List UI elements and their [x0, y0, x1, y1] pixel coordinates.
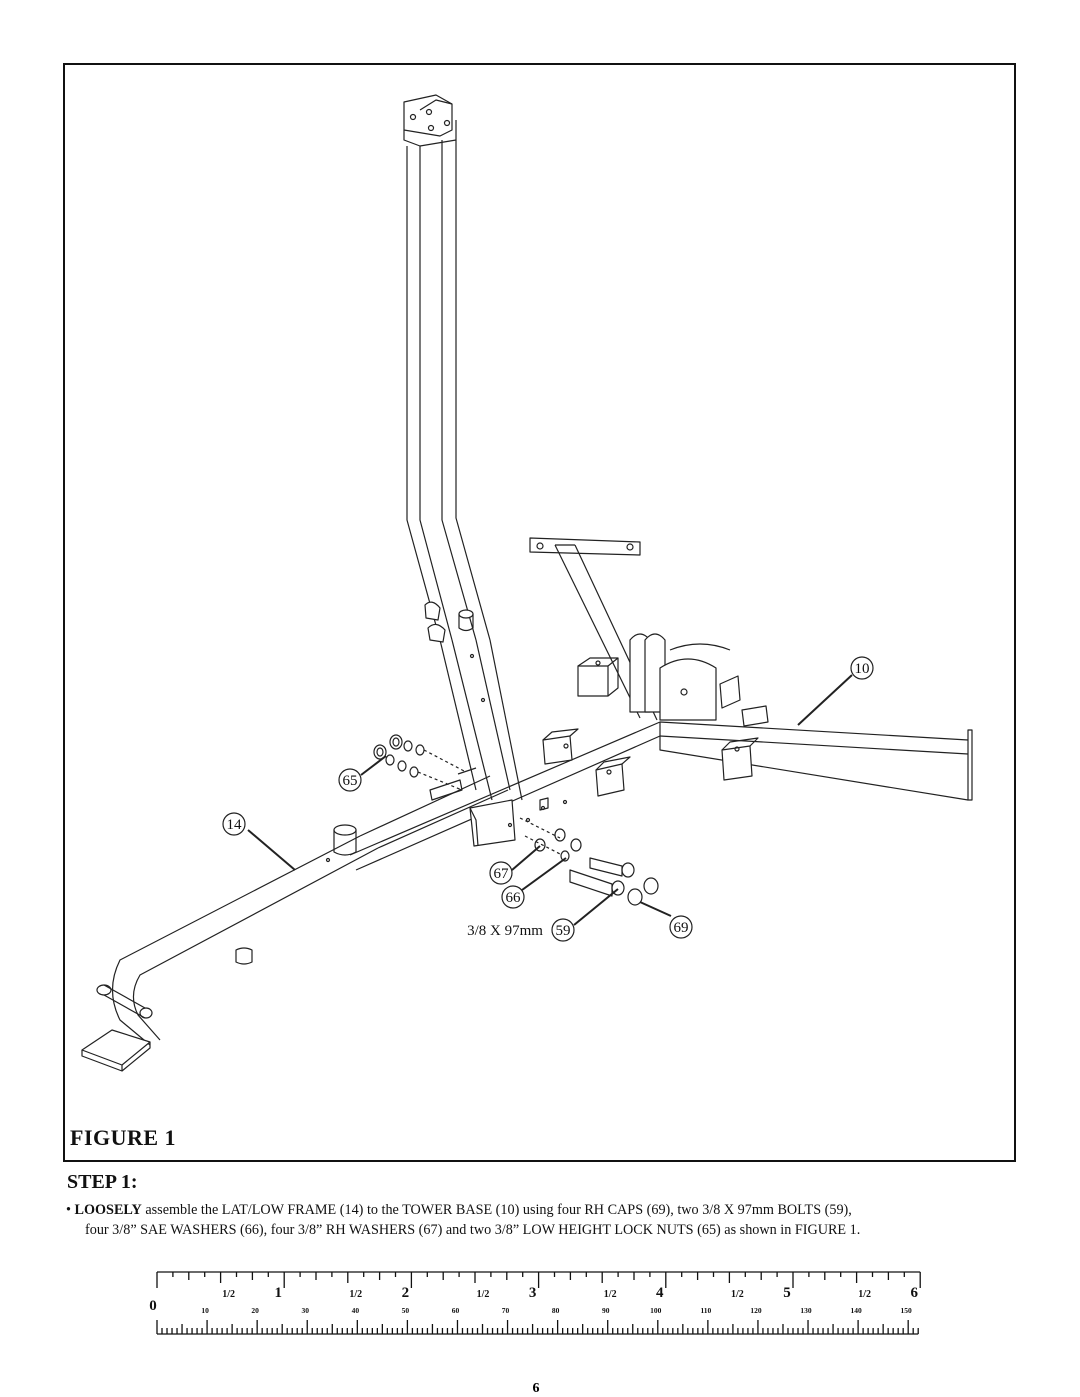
callout-66: 66: [506, 890, 522, 906]
callout-10: 10: [855, 661, 870, 677]
inch-label: 1: [274, 1285, 282, 1301]
bolts-caps: [519, 817, 659, 906]
callout-circles: [222, 656, 874, 942]
cm-label: 60: [452, 1306, 460, 1315]
cm-label: 120: [750, 1306, 762, 1315]
inch-label: 2: [402, 1285, 410, 1301]
cm-label: 80: [552, 1306, 560, 1315]
cm-label: 100: [650, 1306, 662, 1315]
callout-69: 69: [674, 920, 689, 936]
cm-label: 90: [602, 1306, 610, 1315]
half-inch-label: 1/2: [222, 1289, 235, 1300]
figure-title: FIGURE 1: [70, 1125, 177, 1150]
cm-label: 110: [700, 1306, 711, 1315]
inch-label: 4: [656, 1285, 664, 1301]
cm-label: 140: [850, 1306, 862, 1315]
cm-label: 70: [502, 1306, 510, 1315]
leader-lines: [247, 674, 853, 926]
step-heading: STEP 1:: [67, 1171, 138, 1193]
tower-base: [349, 537, 973, 871]
cm-label: 130: [800, 1306, 812, 1315]
inch-label: 3: [529, 1285, 537, 1301]
callout-67: 67: [494, 866, 510, 882]
inch-label: 5: [783, 1285, 791, 1301]
cm-label: 40: [352, 1306, 360, 1315]
instruction-line-1: assemble the LAT/LOW FRAME (14) to the T…: [141, 1202, 852, 1218]
page-number: 6: [533, 1381, 540, 1396]
callout-14: 14: [227, 817, 243, 833]
inch-label: 0: [149, 1298, 157, 1314]
half-inch-label: 1/2: [604, 1289, 617, 1300]
lock-nuts-washers: [373, 734, 467, 791]
half-inch-label: 1/2: [858, 1289, 871, 1300]
callout-65: 65: [343, 773, 358, 789]
half-inch-label: 1/2: [477, 1289, 490, 1300]
emphasis-word: LOOSELY: [74, 1202, 142, 1218]
bolt-spec-label: 3/8 X 97mm: [467, 923, 543, 939]
instruction-line-2: four 3/8” SAE WASHERS (66), four 3/8” RH…: [85, 1222, 861, 1238]
callout-59: 59: [556, 923, 571, 939]
assembly-drawing: 10 65 14 67 66 59 69 3/8 X 97mm: [81, 94, 973, 1072]
step-instructions: • LOOSELY assemble the LAT/LOW FRAME (14…: [66, 1200, 1014, 1240]
cm-label: 10: [201, 1306, 209, 1315]
cm-label: 150: [901, 1306, 913, 1315]
cm-label: 30: [301, 1306, 309, 1315]
cm-label: 50: [402, 1306, 410, 1315]
cm-label: 20: [251, 1306, 259, 1315]
bullet: •: [66, 1202, 71, 1218]
inch-label: 6: [910, 1285, 918, 1301]
lat-low-frame: [81, 767, 531, 1072]
upright-post: [403, 94, 523, 801]
figure-frame: [63, 63, 1016, 1162]
half-inch-label: 1/2: [349, 1289, 362, 1300]
half-inch-label: 1/2: [731, 1289, 744, 1300]
